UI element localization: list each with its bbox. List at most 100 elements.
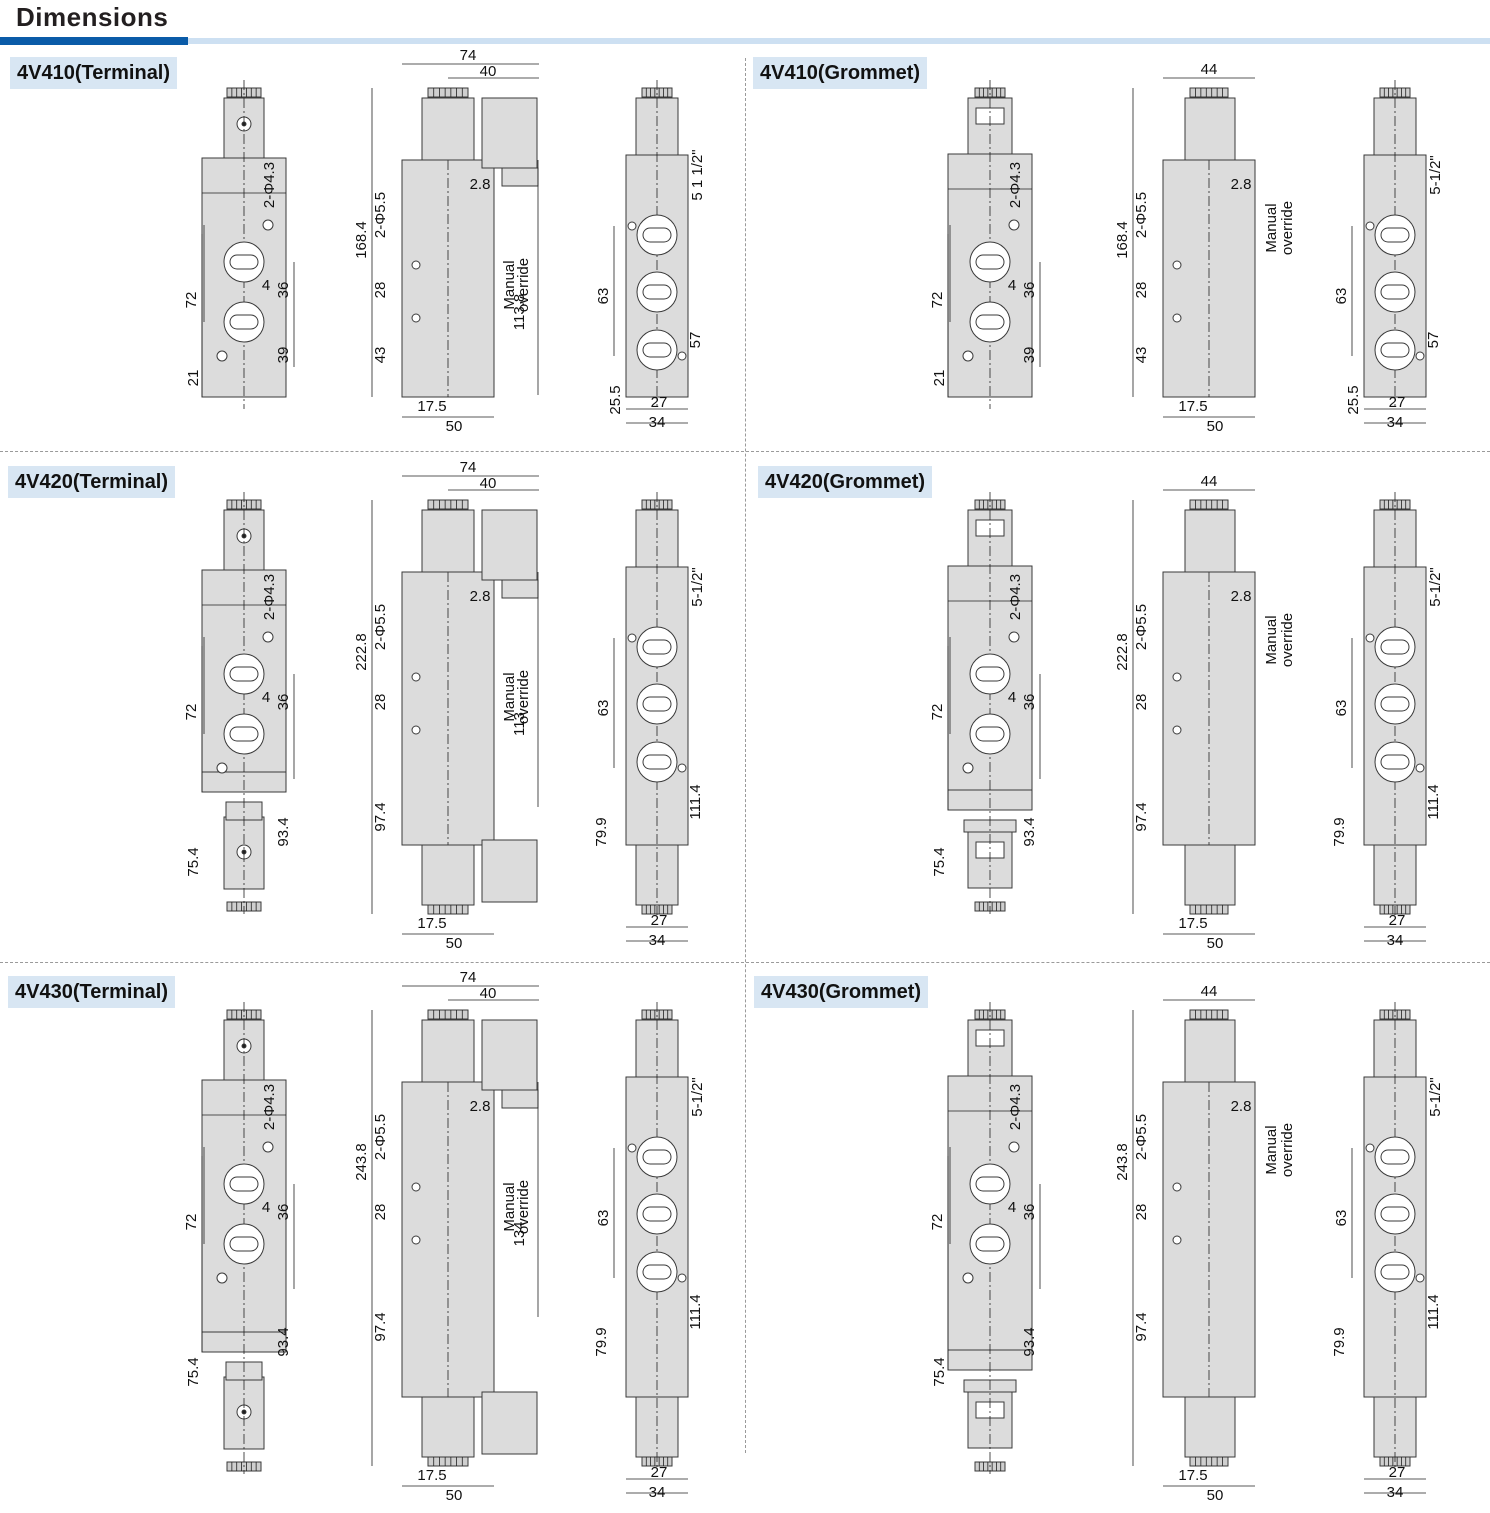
dim-27: 27 [1389,394,1406,411]
dim-28: 28 [372,694,389,711]
side-coil-bottom [421,1396,475,1458]
mount-hole [1008,219,1020,231]
side-coil [1184,1019,1236,1083]
manual-override-label: Manual [501,672,518,721]
mount-hole [1172,1235,1182,1245]
dim-manual-height: 134 [511,1221,528,1246]
manual-override-label: Manual [1263,615,1280,664]
dim-111-4: 111.4 [1425,1294,1442,1329]
port-oval [975,314,1005,330]
manual-override-label: override [1279,201,1296,255]
panel-label-4v410-grommet: 4V410(Grommet) [753,57,928,89]
dim-phi-4-3: 2-Φ4.3 [1007,1084,1024,1130]
port-oval [1380,227,1410,243]
column-separator [745,58,746,1453]
side-coil [1184,509,1236,573]
terminal-connector-bottom [481,1391,538,1455]
dim-phi-4-3: 2-Φ4.3 [261,162,278,208]
mount-hole [1415,1273,1425,1283]
port-oval [975,726,1005,742]
dim-thread: 5-1/2" [1427,155,1444,195]
dim-overall-height: 168.4 [1114,221,1131,259]
dim-phi-5-5: 2-Φ5.5 [372,1114,389,1160]
port-oval [229,1176,259,1192]
mount-hole [1365,633,1375,643]
dim-50: 50 [1207,418,1224,435]
port-oval [229,726,259,742]
port-oval [975,254,1005,270]
dim-phi-4-3: 2-Φ4.3 [261,1084,278,1130]
dim-thread: 5-1/2" [1427,1077,1444,1117]
mount-hole [1365,1143,1375,1153]
side-coil [421,509,475,573]
mount-hole [262,1141,274,1153]
dim-overall-height: 222.8 [353,633,370,671]
manual-override-label: Manual [1263,1125,1280,1174]
mount-hole [1172,725,1182,735]
knurled-cap [427,499,469,510]
dim-50: 50 [1207,1487,1224,1504]
knurled-cap [427,904,469,915]
port-oval [1380,639,1410,655]
mount-hole [216,762,228,774]
dim-27: 27 [651,912,668,929]
dim-97-4: 97.4 [372,1312,389,1341]
mount-hole [677,351,687,361]
mount-hole [262,219,274,231]
dim-34: 34 [649,932,666,949]
dim-36: 36 [275,1204,292,1221]
dim-44: 44 [1201,983,1218,1000]
port-oval [229,254,259,270]
mount-hole [962,762,974,774]
dim-thread: 5-1/2" [1427,567,1444,607]
mount-hole [627,1143,637,1153]
dim-75-4: 75.4 [931,847,948,876]
mount-hole [1172,260,1182,270]
dim-93-4: 93.4 [1021,1327,1038,1356]
dim-39: 39 [275,347,292,364]
dim-phi-4-3: 2-Φ4.3 [261,574,278,620]
dim-28: 28 [372,282,389,299]
port-oval [642,639,672,655]
dim-72: 72 [183,704,200,721]
dim-21: 21 [931,370,948,387]
knurled-cap [1189,499,1229,510]
dim-72: 72 [183,292,200,309]
dim-34: 34 [649,414,666,431]
port-oval [229,1236,259,1252]
dim-72: 72 [929,704,946,721]
mount-hole [262,631,274,643]
title-underline-accent [0,37,188,45]
dim-93-4: 93.4 [1021,817,1038,846]
manual-override-label: Manual [501,260,518,309]
terminal-connector [481,97,538,169]
port-oval [642,342,672,358]
dim-2-8: 2.8 [470,176,491,193]
dim-17-5: 17.5 [1178,1467,1207,1484]
port-oval [975,666,1005,682]
port-oval [229,666,259,682]
dim-63: 63 [595,1210,612,1227]
mount-hole [962,1272,974,1284]
dim-2-8: 2.8 [470,1098,491,1115]
dim-111-4: 111.4 [1425,784,1442,819]
dim-40: 40 [480,985,497,1002]
terminal-connector [481,509,538,581]
side-coil-bottom [421,844,475,906]
dim-phi-4-3: 2-Φ4.3 [1007,162,1024,208]
mount-hole [962,350,974,362]
dim-thread: 5-1/2" [689,1077,706,1117]
dim-40: 40 [480,63,497,80]
dim-57: 57 [1425,332,1442,349]
side-coil-bottom [1184,1396,1236,1458]
dim-28: 28 [1133,694,1150,711]
dim-21: 21 [185,370,202,387]
dim-111-4: 111.4 [687,1294,704,1329]
dim-50: 50 [1207,935,1224,952]
dim-50: 50 [446,418,463,435]
dim-79-9: 79.9 [1331,817,1348,846]
